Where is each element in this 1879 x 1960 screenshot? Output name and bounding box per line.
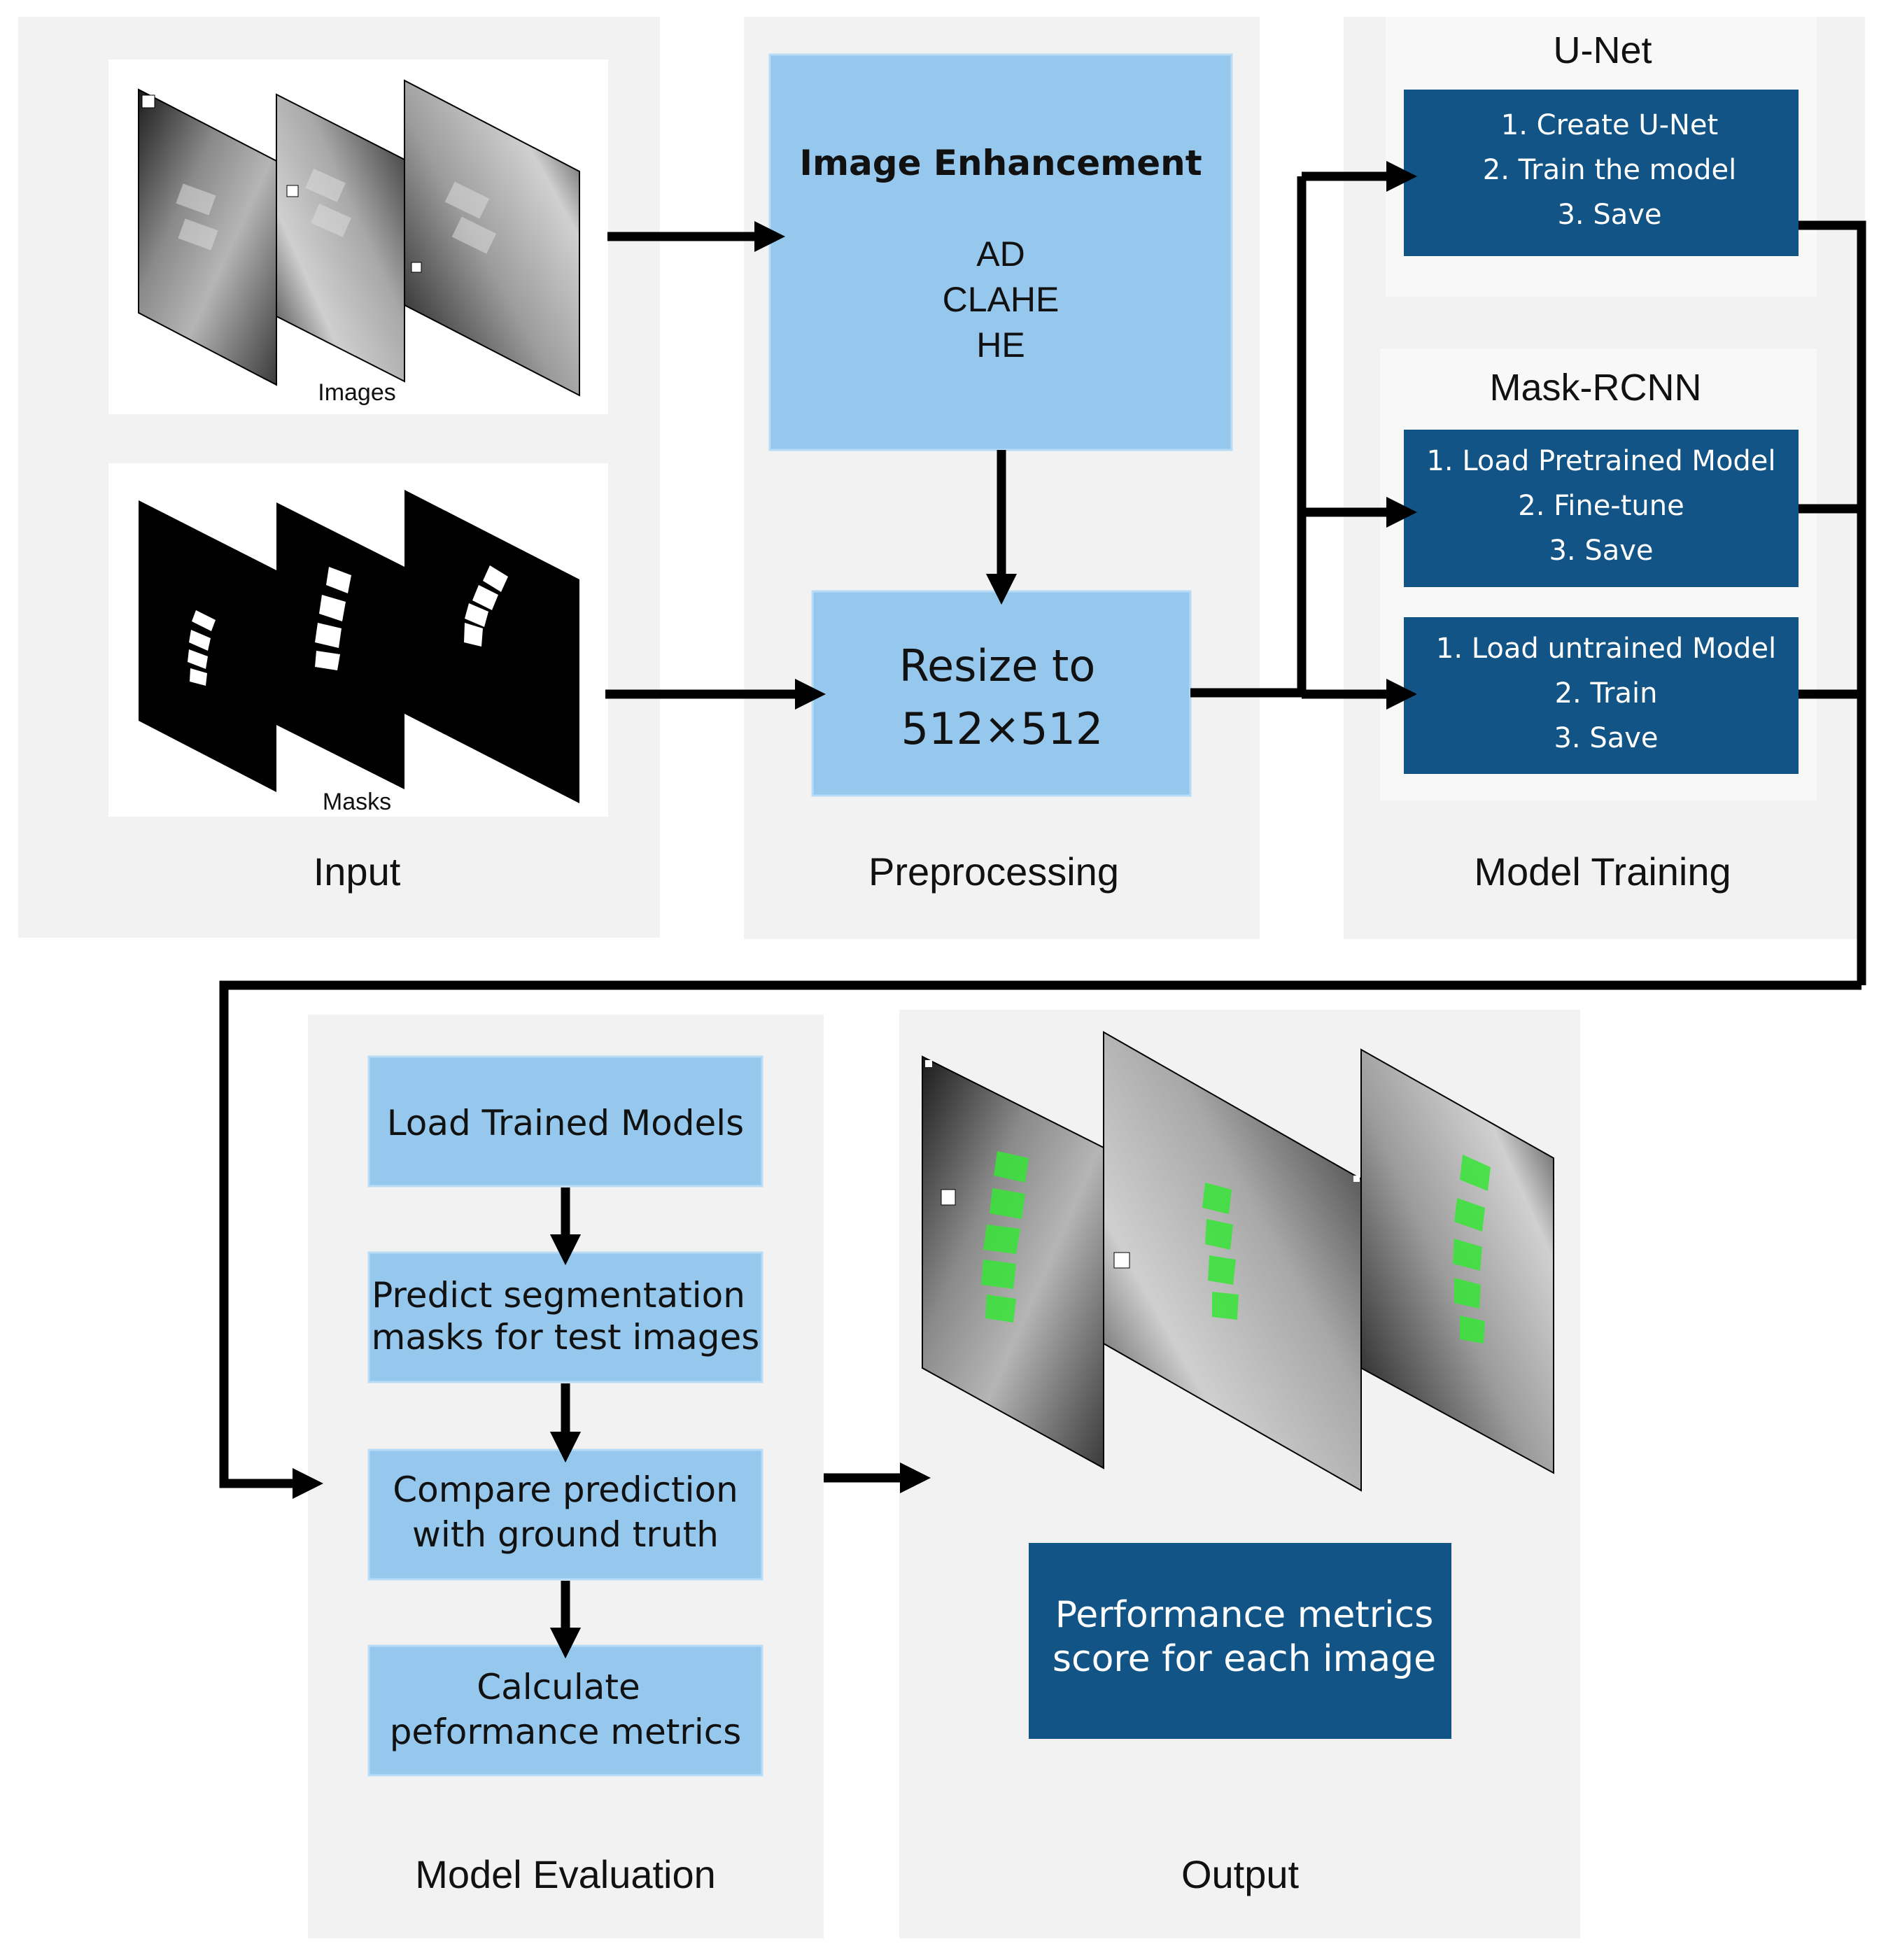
image-enhancement-box	[768, 53, 1233, 451]
resize-line-2: 512×512	[901, 703, 1104, 754]
images-label: Images	[318, 379, 396, 406]
enhancement-method-ad: AD	[976, 234, 1025, 274]
maskrcnn-untrained-step-3: 3. Save	[1554, 722, 1658, 754]
performance-metrics-line-2: score for each image	[1053, 1638, 1436, 1680]
eval-step-compare-line-2: with ground truth	[412, 1514, 719, 1555]
unet-title: U-Net	[1553, 29, 1652, 71]
eval-step-compare-box	[367, 1448, 763, 1581]
eval-step-metrics-line-2: peformance metrics	[390, 1712, 742, 1752]
eval-step-compare-line-1: Compare prediction	[393, 1469, 738, 1510]
eval-step-load-box	[367, 1055, 763, 1187]
enhancement-method-clahe: CLAHE	[943, 280, 1060, 319]
unet-step-3: 3. Save	[1557, 199, 1661, 231]
eval-step-metrics-box	[367, 1644, 763, 1777]
maskrcnn-untrained-box	[1404, 617, 1799, 774]
model-evaluation-panel-title: Model Evaluation	[415, 1852, 716, 1896]
line-return-to-evaluation	[219, 980, 1862, 1500]
masks-label: Masks	[323, 789, 391, 815]
unet-step-1: 1. Create U-Net	[1501, 109, 1718, 141]
flow-connectors	[219, 160, 1866, 1659]
maskrcnn-pretrained-step-2: 2. Fine-tune	[1518, 490, 1684, 522]
resize-line-1: Resize to	[899, 640, 1096, 691]
unet-step-2: 2. Train the model	[1483, 154, 1736, 186]
unet-steps-box	[1404, 90, 1799, 256]
eval-step-predict-line-1: Predict segmentation	[372, 1275, 745, 1316]
maskrcnn-pretrained-box	[1404, 430, 1799, 587]
image-enhancement-title: Image Enhancement	[799, 143, 1202, 183]
maskrcnn-title: Mask-RCNN	[1490, 367, 1702, 409]
maskrcnn-pretrained-step-3: 3. Save	[1549, 535, 1653, 567]
output-xray-stack	[922, 1031, 1554, 1492]
resize-box	[811, 590, 1192, 797]
performance-metrics-line-1: Performance metrics	[1055, 1594, 1434, 1636]
maskrcnn-pretrained-step-1: 1. Load Pretrained Model	[1426, 445, 1775, 477]
input-xray-stack	[138, 79, 580, 397]
eval-step-metrics-line-1: Calculate	[477, 1667, 640, 1707]
eval-step-predict-line-2: masks for test images	[372, 1317, 760, 1358]
maskrcnn-untrained-step-2: 2. Train	[1555, 677, 1658, 710]
eval-step-load-line-1: Load Trained Models	[387, 1103, 744, 1143]
input-panel-title: Input	[314, 849, 401, 894]
performance-metrics-box	[1029, 1543, 1451, 1739]
line-unet-out	[1799, 220, 1866, 985]
output-panel-title: Output	[1181, 1852, 1300, 1896]
model-training-panel-title: Model Training	[1474, 849, 1731, 894]
eval-step-predict-box	[367, 1251, 763, 1383]
maskrcnn-untrained-step-1: 1. Load untrained Model	[1436, 633, 1776, 665]
enhancement-method-he: HE	[976, 325, 1025, 365]
preprocessing-panel-title: Preprocessing	[868, 849, 1119, 894]
input-mask-stack	[139, 490, 579, 803]
segmentation-overlay	[981, 1151, 1491, 1344]
